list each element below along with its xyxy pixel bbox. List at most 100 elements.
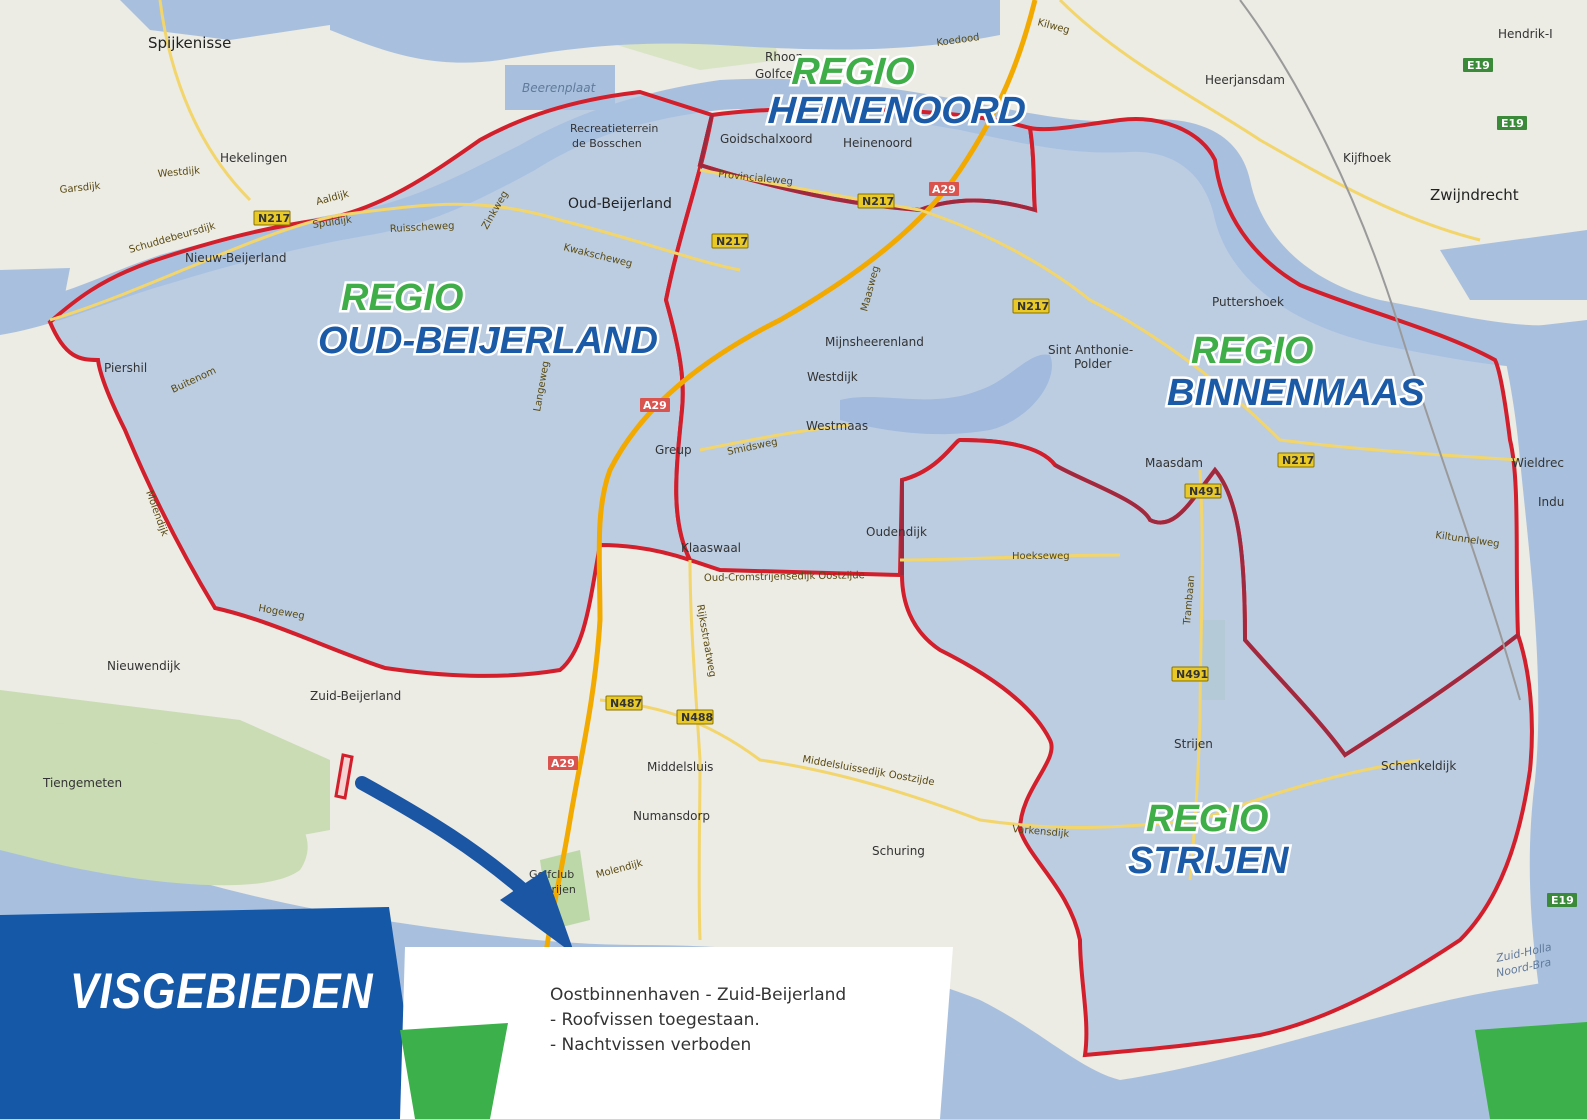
label-zwijndrecht: Zwijndrecht [1430, 186, 1519, 204]
region-oud-beijerland-line1: REGIO [341, 277, 463, 319]
label-tiengemeten: Tiengemeten [42, 776, 122, 790]
label-goidschalxoord: Goidschalxoord [720, 132, 813, 146]
label-westdijk: Westdijk [807, 370, 858, 384]
road-westdijk: Westdijk [157, 165, 200, 180]
green-accent-right [1475, 1022, 1587, 1119]
shield-a29: A29 [640, 398, 670, 412]
label-spijkenisse: Spijkenisse [148, 34, 231, 52]
label-kijfhoek: Kijfhoek [1343, 151, 1391, 165]
road-oud-cromstrijensedijk: Oud-Cromstrijensedijk Oostzijde [704, 570, 865, 584]
spui-water [0, 268, 70, 330]
green-accent [400, 1023, 508, 1119]
svg-text:E19: E19 [1551, 894, 1574, 907]
shield-e19: E19 [1463, 58, 1493, 72]
tiengemeten-island [0, 720, 308, 886]
label-nieuw-beijerland: Nieuw-Beijerland [185, 251, 287, 265]
label-schuring: Schuring [872, 844, 925, 858]
svg-text:A29: A29 [551, 757, 575, 770]
svg-text:N491: N491 [1189, 485, 1221, 498]
region-oud-beijerland-line2: OUD-BEIJERLAND [318, 320, 658, 362]
road-trambaan: Trambaan [1182, 575, 1197, 626]
river-top [330, 0, 1000, 63]
label-indu: Indu [1538, 495, 1564, 509]
label-middelsluis: Middelsluis [647, 760, 713, 774]
road-hoekseweg: Hoekseweg [1012, 551, 1070, 562]
label-numansdorp: Numansdorp [633, 809, 710, 823]
shield-n217: N217 [253, 210, 291, 226]
road-garsdijk: Garsdijk [59, 181, 101, 196]
svg-text:N217: N217 [716, 235, 748, 248]
region-heinenoord-line1: REGIO [790, 51, 915, 93]
label-rhoon: Rhoon [765, 50, 803, 64]
svg-text:E19: E19 [1501, 117, 1524, 130]
visgebieden-banner [0, 907, 420, 1119]
region-labels: REGIO HEINENOORD REGIO OUD-BEIJERLAND RE… [316, 49, 1428, 885]
shield-a29: A29 [929, 182, 959, 196]
shield-a29: A29 [548, 756, 578, 770]
region-heinenoord-line2: HEINENOORD [767, 90, 1027, 132]
label-zuid-beijerland: Zuid-Beijerland [310, 689, 401, 703]
dordtsche-kil [1500, 320, 1587, 1119]
label-piershil: Piershil [104, 361, 147, 375]
label-recreatieterrein: Recreatieterrein [570, 122, 658, 135]
label-heerjansdam: Heerjansdam [1205, 73, 1285, 87]
label-sint-anthonie: Sint Anthonie- [1048, 343, 1133, 357]
road-varkensdijk: Varkensdijk [1012, 824, 1070, 840]
info-line-roofvissen: - Roofvissen toegestaan. [550, 1010, 760, 1030]
label-oud-beijerland: Oud-Beijerland [568, 196, 672, 212]
label-hekelingen: Hekelingen [220, 151, 287, 165]
label-schenkeldijk: Schenkeldijk [1381, 759, 1456, 773]
label-hendrik: Hendrik-I [1498, 27, 1553, 41]
label-wieldrec: Wieldrec [1512, 456, 1564, 470]
info-box-shape [400, 947, 953, 1119]
oostbinnenhaven-marker[interactable] [334, 753, 354, 800]
visgebieden-title: VISGEBIEDEN [70, 963, 374, 1019]
label-westmaas: Westmaas [806, 419, 868, 433]
shield-n488: N488 [676, 709, 714, 725]
svg-text:N487: N487 [610, 697, 642, 710]
svg-text:N217: N217 [258, 212, 290, 225]
label-puttershoek: Puttershoek [1212, 295, 1284, 309]
shield-n491: N491 [1171, 666, 1209, 682]
svg-text:A29: A29 [643, 399, 667, 412]
label-oudendijk: Oudendijk [866, 525, 927, 539]
region-binnenmaas-line2: BINNENMAAS [1167, 372, 1425, 414]
shield-n217: N217 [1277, 452, 1315, 468]
info-line-nachtvissen: - Nachtvissen verboden [550, 1035, 751, 1055]
label-de-bosschen: de Bosschen [572, 137, 642, 150]
place-labels: Spijkenisse Hekelingen Beerenplaat Rhoon… [42, 27, 1564, 980]
road-spuidijk: Spuidijk [312, 215, 353, 231]
highway-a29 [542, 0, 1038, 961]
region-strijen-line2: STRIJEN [1128, 840, 1290, 882]
label-mijnsheerenland: Mijnsheerenland [825, 335, 924, 349]
label-greup: Greup [655, 443, 692, 457]
shield-e19: E19 [1497, 116, 1527, 130]
shield-n487: N487 [605, 695, 643, 711]
arrow-icon [355, 776, 547, 912]
svg-text:A29: A29 [932, 183, 956, 196]
svg-text:N217: N217 [1017, 300, 1049, 313]
svg-text:E19: E19 [1467, 59, 1490, 72]
shield-e19: E19 [1547, 893, 1577, 907]
label-strijen: Strijen [1174, 737, 1213, 751]
svg-text:N217: N217 [862, 195, 894, 208]
heinenoord-inner-border [697, 114, 1036, 212]
shield-n491: N491 [1184, 483, 1222, 499]
svg-text:N488: N488 [681, 711, 713, 724]
shield-n217: N217 [1012, 298, 1050, 314]
label-heinenoord: Heinenoord [843, 136, 912, 150]
label-golfcent: Golfcent [755, 67, 806, 81]
label-nieuwendijk: Nieuwendijk [107, 659, 180, 673]
region-strijen-line1: REGIO [1146, 798, 1268, 840]
label-polder: Polder [1074, 357, 1111, 371]
info-text: Oostbinnenhaven - Zuid-Beijerland - Roof… [550, 985, 846, 1055]
road-shields: N217 N217 N217 N217 N217 A29 A29 A29 N49… [253, 58, 1577, 907]
railway [1239, 0, 1521, 701]
label-klaaswaal: Klaaswaal [681, 541, 741, 555]
shield-n217: N217 [711, 233, 749, 249]
svg-text:N491: N491 [1176, 668, 1208, 681]
label-maasdam: Maasdam [1145, 456, 1203, 470]
arrow-head-icon [500, 870, 575, 955]
